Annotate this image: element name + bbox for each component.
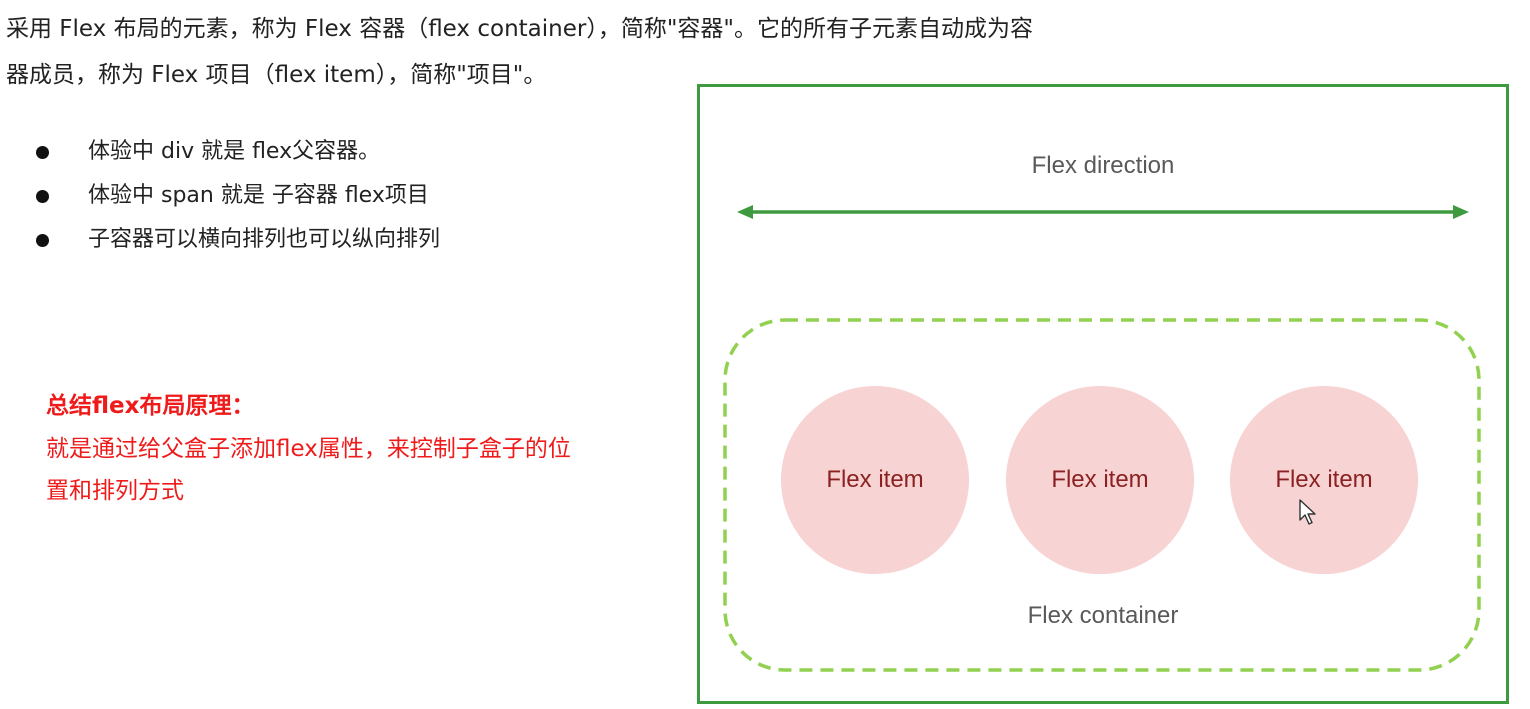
outer-frame (697, 84, 1509, 704)
flex-container-outline (723, 318, 1481, 672)
flex-item-label: Flex item (1051, 466, 1149, 493)
arrow-head-left-icon (737, 205, 753, 219)
flex-item-label: Flex item (826, 466, 924, 493)
bullet-dot-icon (36, 190, 49, 203)
summary-title: 总结flex布局原理： (46, 393, 255, 419)
bullet-item: 体验中 div 就是 flex父容器。 (36, 130, 440, 174)
arrow-head-right-icon (1453, 205, 1469, 219)
bullet-item: 子容器可以横向排列也可以纵向排列 (36, 218, 440, 262)
bullet-text: 体验中 div 就是 flex父容器。 (88, 139, 381, 164)
flex-item: Flex item (1006, 386, 1194, 574)
container-label: Flex container (1027, 602, 1179, 629)
bullet-item: 体验中 span 就是 子容器 flex项目 (36, 174, 440, 218)
bullet-dot-icon (36, 234, 49, 247)
diagram-graphics (697, 84, 1509, 704)
bullet-list: 体验中 div 就是 flex父容器。 体验中 span 就是 子容器 flex… (36, 130, 440, 262)
intro-line-1: 采用 Flex 布局的元素，称为 Flex 容器（flex container）… (6, 16, 1033, 42)
intro-line-2: 器成员，称为 Flex 项目（flex item），简称"项目"。 (6, 62, 547, 88)
bullet-dot-icon (36, 146, 49, 159)
flex-item: Flex item (781, 386, 969, 574)
summary-body: 就是通过给父盒子添加flex属性，来控制子盒子的位置和排列方式 (46, 436, 571, 504)
flex-item: Flex item (1230, 386, 1418, 574)
intro-paragraph: 采用 Flex 布局的元素，称为 Flex 容器（flex container）… (6, 6, 1136, 98)
direction-label: Flex direction (1031, 152, 1175, 179)
bullet-text: 子容器可以横向排列也可以纵向排列 (88, 227, 441, 252)
mouse-cursor-icon (1299, 499, 1316, 525)
flex-diagram: Flex direction Flex item Flex item Flex … (697, 84, 1509, 704)
bullet-text: 体验中 span 就是 子容器 flex项目 (88, 183, 429, 208)
flex-item-label: Flex item (1275, 466, 1373, 493)
